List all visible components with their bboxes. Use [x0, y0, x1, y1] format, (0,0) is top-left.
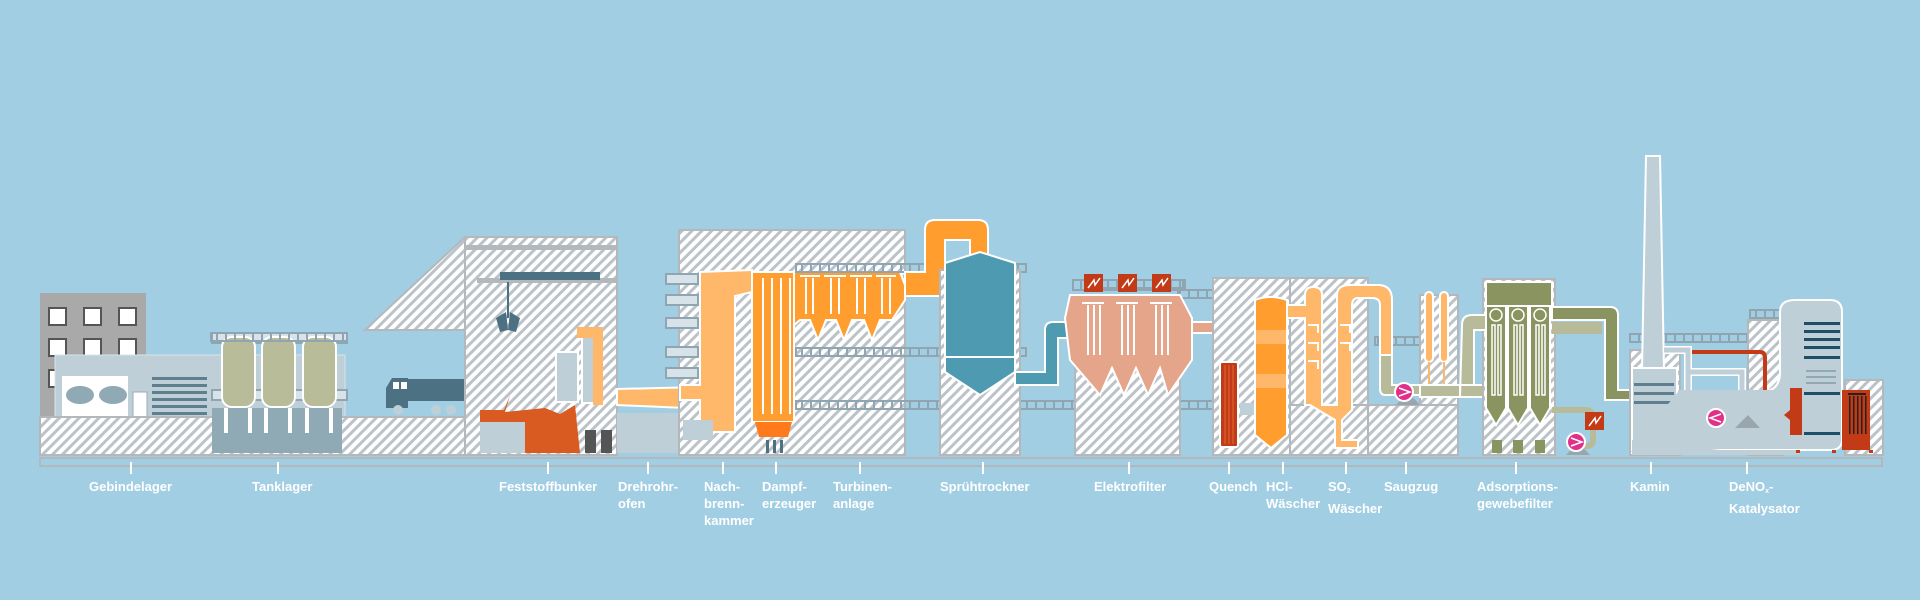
quench-column	[1219, 361, 1254, 448]
tick-nachbrennkammer	[722, 462, 724, 474]
ground-baseline	[39, 457, 1883, 467]
tick-kamin	[1650, 462, 1652, 474]
hcl-waescher-column	[1254, 296, 1288, 450]
gebindelager-building	[40, 293, 346, 423]
tick-denox-katalysator	[1746, 462, 1748, 474]
tick-so2-waescher	[1345, 462, 1347, 474]
label-denox-katalysator: DeNOx- Katalysator	[1729, 479, 1800, 516]
truck-icon	[386, 378, 468, 415]
tick-drehrohrofen	[647, 462, 649, 474]
denox-katalysator-unit	[1631, 299, 1884, 456]
feststoffbunker-building	[362, 234, 618, 456]
tanklager-tanks	[211, 332, 348, 453]
label-gebindelager: Gebindelager	[89, 479, 173, 494]
label-saugzug: Saugzug	[1384, 479, 1439, 494]
label-hcl-waescher: HCl- Wäscher	[1266, 479, 1321, 511]
tick-tanklager	[277, 462, 279, 474]
label-turbinenanlage: Turbinen- anlage	[833, 479, 892, 511]
label-so2-waescher: SO2 Wäscher	[1328, 479, 1383, 516]
tick-spruehtrockner	[982, 462, 984, 474]
label-tanklager: Tanklager	[252, 479, 313, 494]
tick-feststoffbunker	[547, 462, 549, 474]
label-drehrohrofen: Drehrohr- ofen	[618, 479, 678, 511]
tick-quench	[1228, 462, 1230, 474]
tick-turbinenanlage	[859, 462, 861, 474]
label-nachbrennkammer: Nach- brenn- kammer	[704, 479, 754, 528]
tick-adsorptionsgewebefilter	[1515, 462, 1517, 474]
label-quench: Quench	[1209, 479, 1258, 494]
label-spruehtrockner: Sprühtrockner	[940, 479, 1030, 494]
tick-saugzug	[1405, 462, 1407, 474]
tick-elektrofilter	[1128, 462, 1130, 474]
saugzug-fan	[1379, 291, 1501, 405]
tick-dampferzeuger	[775, 462, 777, 474]
elektrofilter-unit	[1063, 274, 1233, 456]
label-elektrofilter: Elektrofilter	[1094, 479, 1167, 494]
so2-waescher-column	[1286, 284, 1393, 449]
label-adsorptionsgewebefilter: Adsorptions- gewebefilter	[1477, 479, 1558, 511]
tick-hcl-waescher	[1282, 462, 1284, 474]
label-dampferzeuger: Dampf- erzeuger	[762, 479, 817, 511]
spruehtrockner-vessel	[939, 250, 1071, 456]
tick-gebindelager	[130, 462, 132, 474]
label-feststoffbunker: Feststoffbunker	[499, 479, 598, 494]
label-kamin: Kamin	[1630, 479, 1670, 494]
adsorptionsgewebefilter-unit	[1459, 278, 1631, 456]
